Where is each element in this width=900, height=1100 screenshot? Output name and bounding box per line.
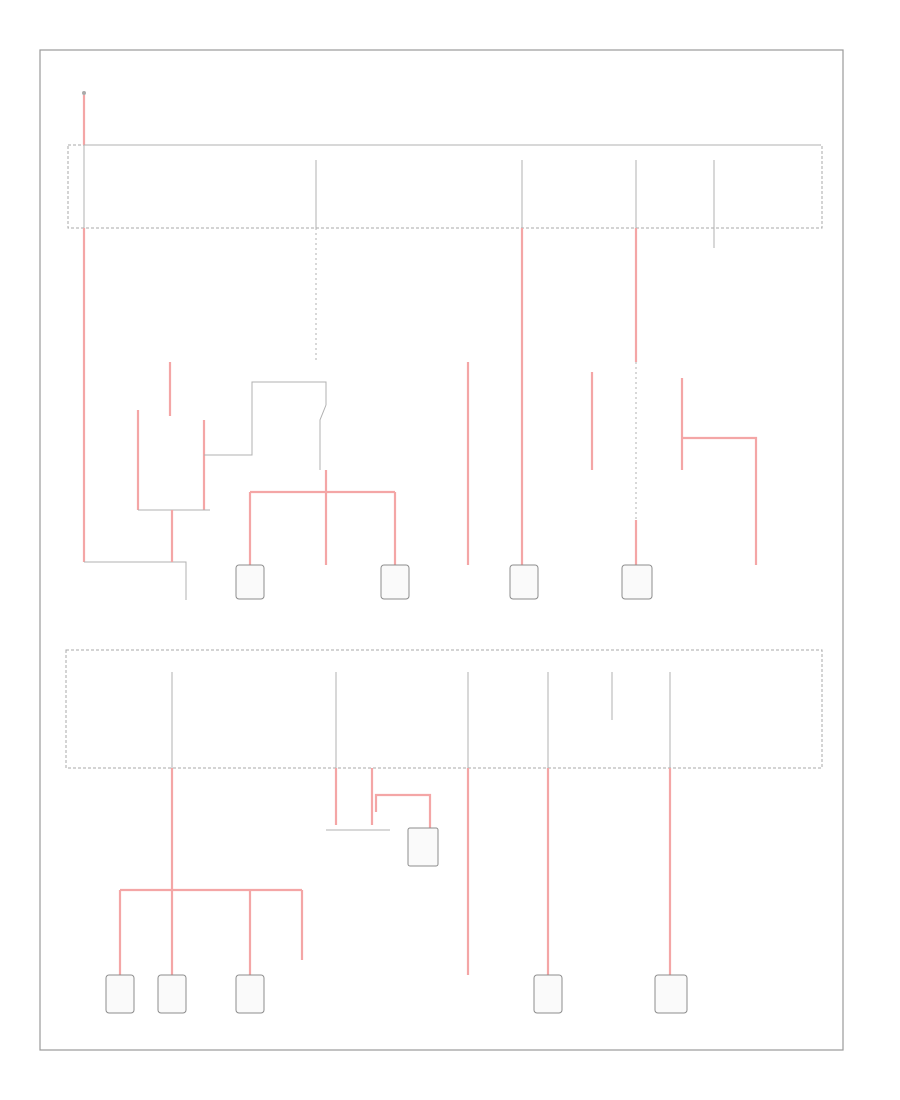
component-a1	[105, 974, 135, 1014]
component-a2	[157, 974, 187, 1014]
component-4	[621, 564, 653, 600]
component-3	[509, 564, 539, 600]
relay-box	[407, 827, 439, 867]
component-d	[533, 974, 563, 1014]
component-e	[654, 974, 688, 1014]
circuit-1b-relay-wire	[204, 381, 327, 456]
bottom-circuit-b-relay-loop	[374, 793, 432, 830]
component-2a	[235, 564, 265, 600]
circuit-1-ground-line	[84, 561, 187, 600]
component-a3	[235, 974, 265, 1014]
circuit-5-branch	[682, 436, 758, 565]
interior-fuse-block	[65, 649, 823, 769]
circuit-2-switch	[319, 404, 327, 470]
diagram-border	[39, 49, 844, 1051]
battery-source-terminal	[82, 91, 86, 95]
component-2c	[380, 564, 410, 600]
underhood-fuse-block	[67, 144, 823, 229]
